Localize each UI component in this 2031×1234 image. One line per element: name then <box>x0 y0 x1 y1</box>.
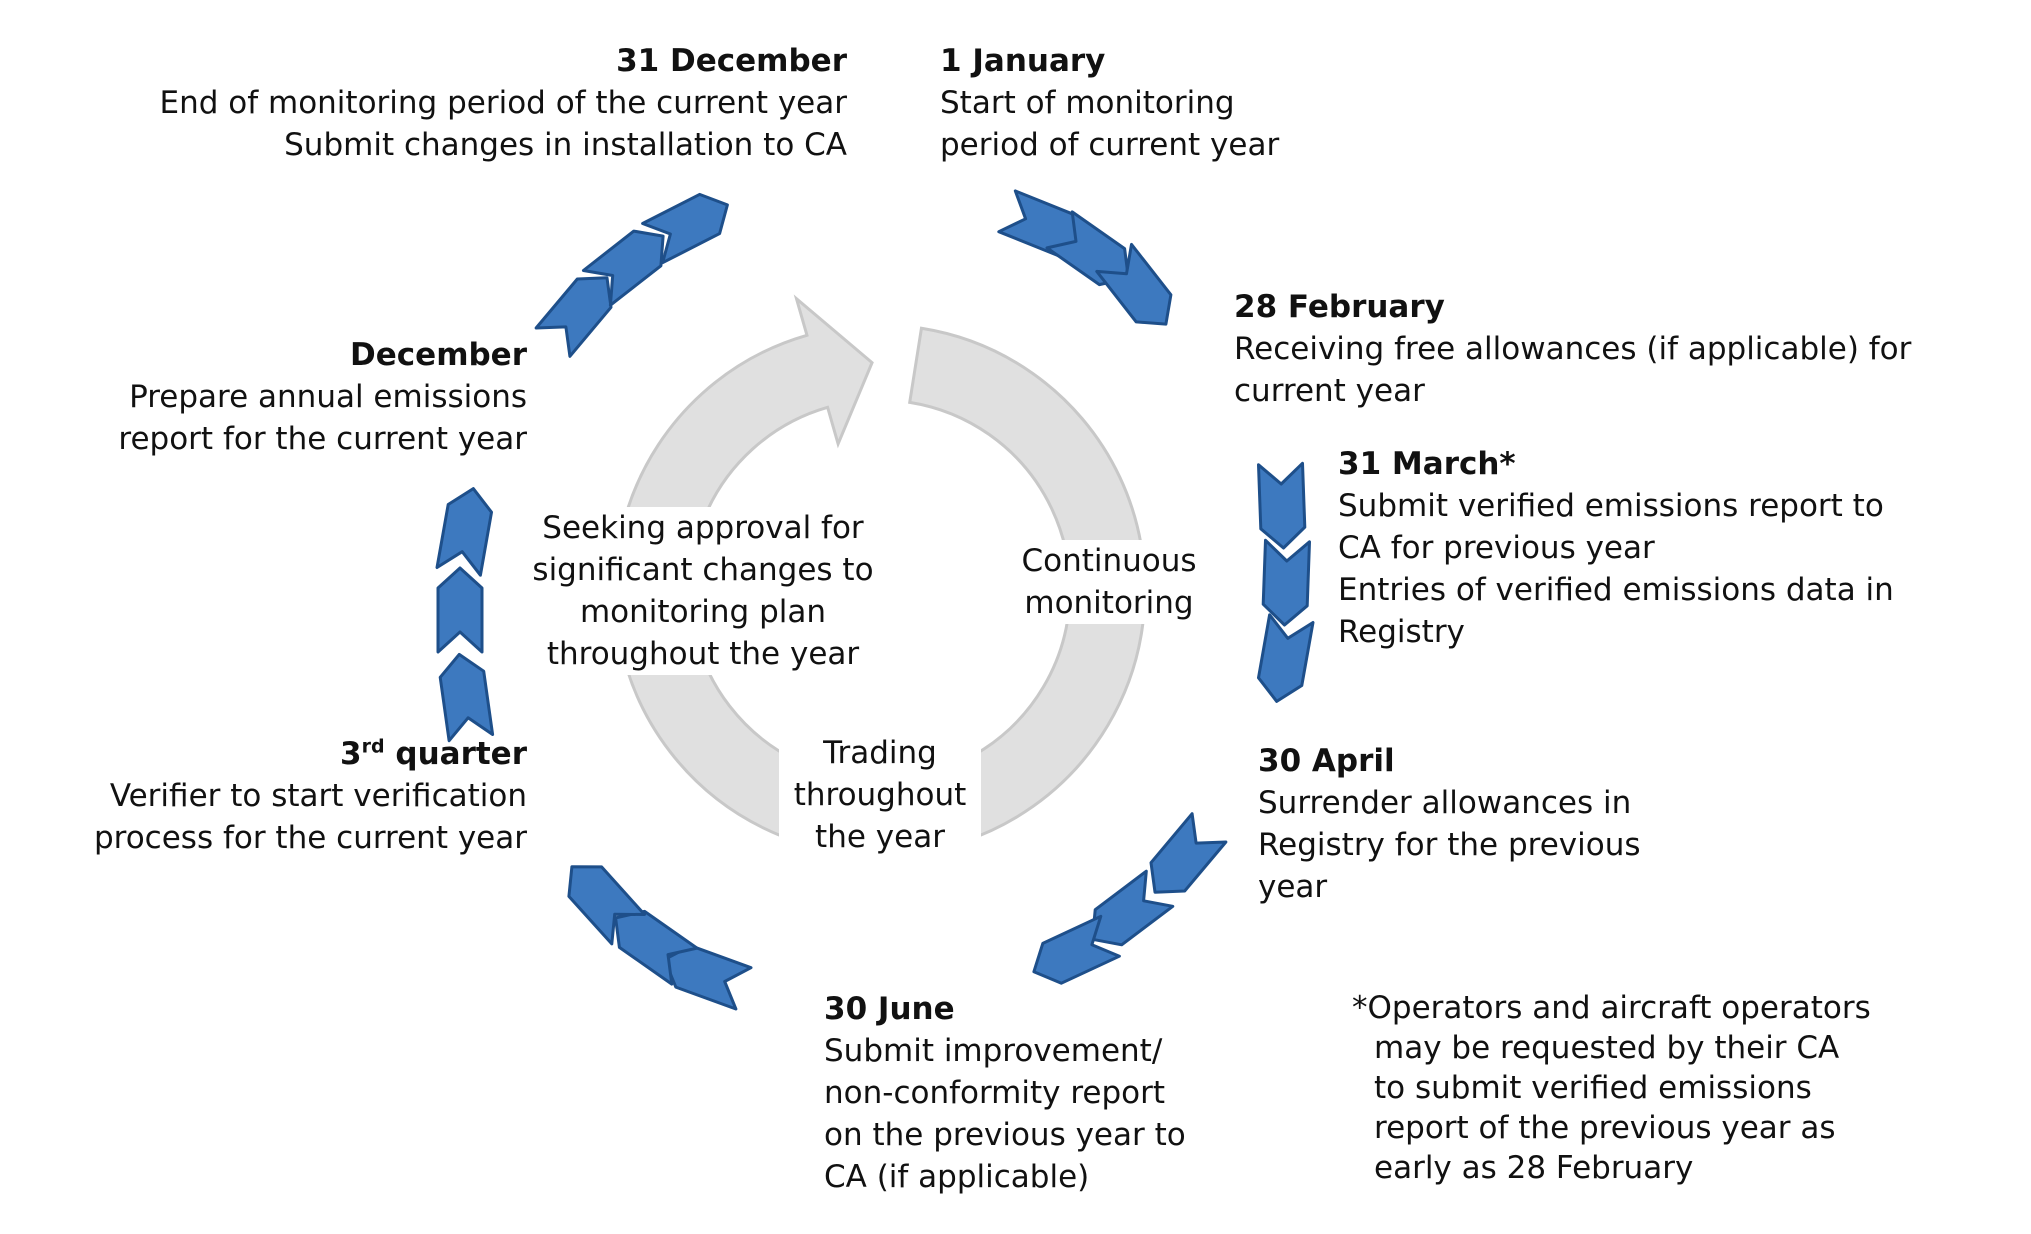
event-title: 28 February <box>1234 289 1445 325</box>
event-line: Submit changes in installation to CA <box>284 127 847 163</box>
chevron-arrow-icon <box>567 865 646 946</box>
event-line: Submit verified emissions report to <box>1338 488 1884 524</box>
inner-label-trading: Trading throughout the year <box>779 732 981 858</box>
event-line: Submit improvement/ <box>824 1033 1163 1069</box>
chevron-arrow-icon <box>581 229 665 307</box>
event-1-january: 1 January Start of monitoring period of … <box>940 40 1279 166</box>
chevron-group-dec-to-dec31 <box>534 192 729 358</box>
chevron-arrow-icon <box>1045 210 1130 287</box>
chevron-group-feb-to-mar <box>1257 461 1315 703</box>
inner-label-continuous-monitoring: Continuous monitoring <box>1007 540 1211 624</box>
event-31-december: 31 December End of monitoring period of … <box>160 40 848 166</box>
footnote-line: early as 28 February <box>1374 1150 1694 1186</box>
event-line: End of monitoring period of the current … <box>159 85 848 121</box>
inner-line: Continuous <box>1021 543 1197 579</box>
event-line: report for the current year <box>118 421 527 457</box>
title-ordinal: rd <box>361 735 385 758</box>
inner-line: Seeking approval for <box>542 510 864 546</box>
event-title: 31 December <box>616 43 847 79</box>
chevron-arrow-icon <box>1257 613 1315 703</box>
event-28-february: 28 February Receiving free allowances (i… <box>1234 286 1911 412</box>
event-title: 3rd quarter <box>94 733 527 775</box>
chevron-group-apr-to-jun <box>1032 812 1228 985</box>
inner-line: the year <box>815 819 945 855</box>
chevron-arrow-icon <box>614 909 699 986</box>
event-december: December Prepare annual emissions report… <box>118 334 527 460</box>
event-line: Registry <box>1338 614 1465 650</box>
event-line: process for the current year <box>93 820 527 856</box>
chevron-arrow-icon <box>534 276 613 358</box>
event-title: December <box>350 337 527 373</box>
event-line: Verifier to start verification <box>109 778 527 814</box>
title-number: 3 <box>340 736 362 772</box>
inner-line: Trading <box>823 735 937 771</box>
event-30-april: 30 April Surrender allowances in Registr… <box>1258 740 1641 908</box>
event-title: 30 April <box>1258 743 1395 779</box>
event-line: Start of monitoring <box>940 85 1235 121</box>
title-rest: quarter <box>384 736 527 772</box>
event-line: CA (if applicable) <box>824 1159 1090 1195</box>
event-line: period of current year <box>940 127 1280 163</box>
event-line: on the previous year to <box>824 1117 1186 1153</box>
event-line: Surrender allowances in <box>1258 785 1632 821</box>
event-3rd-quarter: 3rd quarter Verifier to start verificati… <box>94 733 527 859</box>
footnote-line: report of the previous year as <box>1374 1110 1836 1146</box>
event-line: non-conformity report <box>824 1075 1166 1111</box>
inner-line: monitoring <box>1024 585 1194 621</box>
inner-label-seeking-approval: Seeking approval for significant changes… <box>520 507 886 675</box>
chevron-arrow-icon <box>663 944 753 1011</box>
event-line: Entries of verified emissions data in <box>1338 572 1894 608</box>
chevron-arrow-icon <box>1261 538 1311 627</box>
central-cycle-ring <box>613 294 1147 857</box>
footnote-line: to submit verified emissions <box>1374 1070 1812 1106</box>
footnote-line: may be requested by their CA <box>1374 1030 1840 1066</box>
inner-line: throughout <box>793 777 967 813</box>
chevron-arrow-icon <box>436 566 484 654</box>
event-31-march: 31 March* Submit verified emissions repo… <box>1338 443 1894 653</box>
chevron-group-q3-to-dec <box>435 487 495 743</box>
inner-line: significant changes to <box>532 552 874 588</box>
chevron-group-jan-to-feb <box>997 189 1173 326</box>
chevron-arrow-icon <box>1257 461 1307 550</box>
event-30-june: 30 June Submit improvement/ non-conformi… <box>824 988 1186 1198</box>
event-title: 31 March* <box>1338 446 1516 482</box>
chevron-arrow-icon <box>1091 869 1175 947</box>
chevron-arrow-icon <box>1149 812 1228 894</box>
chevron-arrow-icon <box>641 192 729 265</box>
chevron-arrow-icon <box>1032 914 1121 985</box>
chevron-arrow-icon <box>435 487 493 577</box>
event-line: current year <box>1234 373 1425 409</box>
event-line: CA for previous year <box>1338 530 1655 566</box>
event-line: Registry for the previous <box>1258 827 1641 863</box>
event-title: 1 January <box>940 43 1106 79</box>
chevron-arrow-icon <box>1095 242 1173 326</box>
chevron-group-jun-to-q3 <box>567 865 753 1011</box>
cycle-ring-arrow <box>613 294 1147 857</box>
footnote-line: *Operators and aircraft operators <box>1352 990 1871 1026</box>
event-title: 30 June <box>824 991 955 1027</box>
event-line: Receiving free allowances (if applicable… <box>1234 331 1912 367</box>
inner-line: monitoring plan <box>579 594 827 630</box>
event-line: year <box>1258 869 1328 905</box>
event-line: Prepare annual emissions <box>129 379 527 415</box>
inner-line: throughout the year <box>546 636 860 672</box>
footnote: *Operators and aircraft operators may be… <box>1352 988 1871 1188</box>
chevron-arrow-icon <box>438 652 495 743</box>
chevron-arrows <box>435 189 1315 1011</box>
